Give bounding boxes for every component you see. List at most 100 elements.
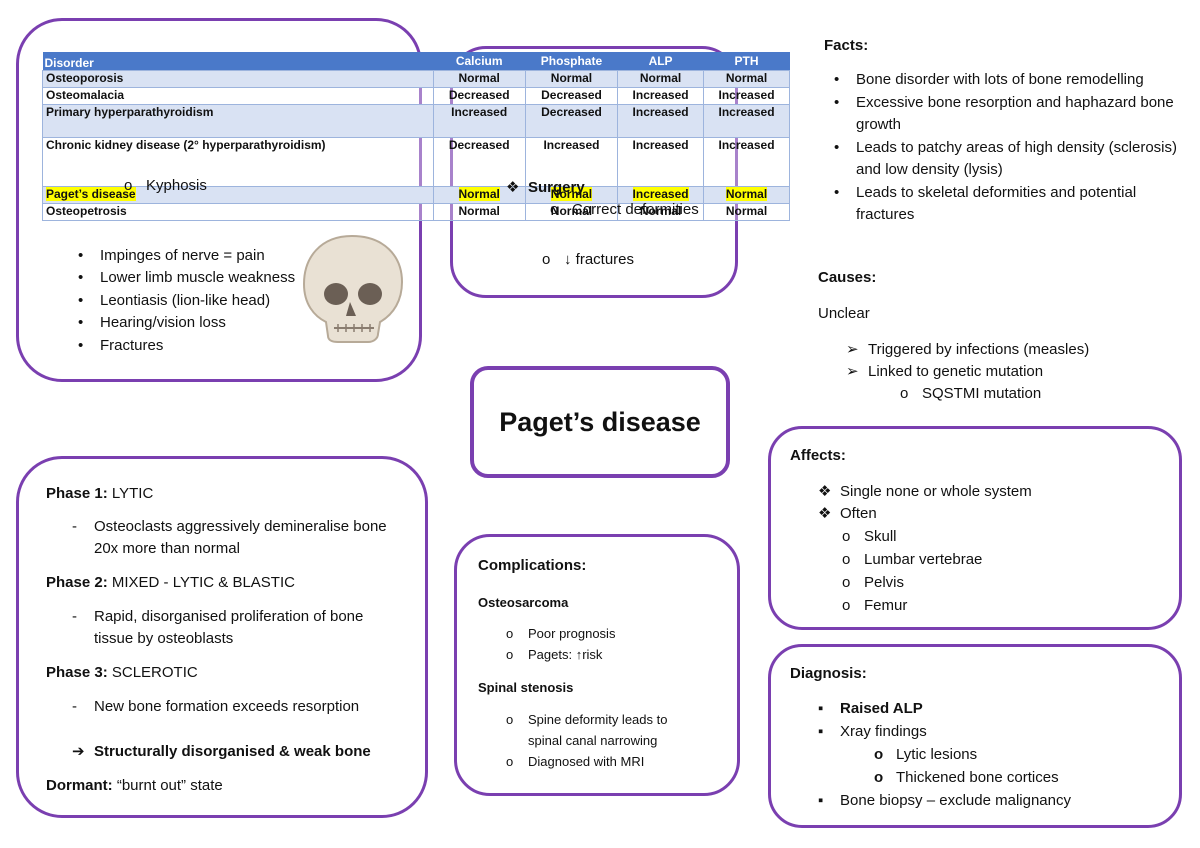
phase-3-title: Phase 3: SCLEROTIC xyxy=(46,664,198,681)
title-box: Paget’s disease xyxy=(470,366,730,478)
diagnosis-box xyxy=(768,644,1182,828)
table-row: Osteoporosis Normal Normal Normal Normal xyxy=(42,70,790,88)
complications-box xyxy=(454,534,740,796)
diagnosis-item-3: ▪Bone biopsy – exclude malignancy xyxy=(818,792,1071,809)
facts-item-3-cont: and low density (lysis) xyxy=(856,161,1003,178)
skull-illustration-icon xyxy=(302,234,404,343)
facts-item-1: •Bone disorder with lots of bone remodel… xyxy=(834,71,1144,88)
complications-spinal-1-cont: spinal canal narrowing xyxy=(528,733,658,748)
complications-osteosarcoma: Osteosarcoma xyxy=(478,595,569,610)
table-row: Osteomalacia Decreased Decreased Increas… xyxy=(42,87,790,105)
facts-heading: Facts: xyxy=(824,37,869,54)
causes-intro: Unclear xyxy=(818,305,870,322)
phase-1-title: Phase 1: LYTIC xyxy=(46,485,154,502)
affects-box xyxy=(768,426,1182,630)
table-cell: Increased xyxy=(617,87,705,105)
table-row: Chronic kidney disease (2° hyperparathyr… xyxy=(42,137,790,187)
table-header-alp: ALP xyxy=(617,52,704,71)
table-cell: Normal xyxy=(617,70,705,88)
page-title: Paget’s disease xyxy=(499,406,701,437)
symptom-bullet-4: •Hearing/vision loss xyxy=(78,314,226,331)
table-cell: Decreased xyxy=(432,137,526,187)
causes-item-1: ➢Triggered by infections (measles) xyxy=(846,341,1090,358)
phase-2-desc-cont: tissue by osteoblasts xyxy=(94,630,234,647)
symptom-bullet-1: •Impinges of nerve = pain xyxy=(78,247,265,264)
arrow-right-icon: ➔ xyxy=(72,743,85,760)
table-cell: Primary hyperparathyroidism xyxy=(42,104,434,138)
table-cell: Increased xyxy=(703,104,790,138)
table-row-pagets: Paget’s disease Normal Normal Increased … xyxy=(42,186,790,204)
dormant-line: Dormant: “burnt out” state xyxy=(46,777,223,794)
phases-box xyxy=(16,456,428,818)
table-cell: Decreased xyxy=(524,104,619,138)
table-cell: Increased xyxy=(703,87,790,105)
table-header-phosphate: Phosphate xyxy=(525,52,618,71)
table-header-disorder: Disorder xyxy=(42,52,434,71)
table-row: Primary hyperparathyroidism Increased De… xyxy=(42,104,790,138)
affects-item-2: ❖Often xyxy=(818,505,877,522)
management-surgery: ❖Surgery xyxy=(506,179,585,196)
table-cell: Decreased xyxy=(524,87,619,105)
table-row: Osteopetrosis Normal Normal Normal Norma… xyxy=(42,203,790,221)
table-cell-highlight: Increased xyxy=(632,187,689,201)
table-header-calcium: Calcium xyxy=(433,52,526,71)
table-cell-highlight: Paget’s disease xyxy=(46,187,136,201)
table-cell: Normal xyxy=(432,203,526,221)
complications-spinal-stenosis: Spinal stenosis xyxy=(478,680,574,695)
table-cell: Normal xyxy=(617,203,705,221)
causes-item-2: ➢Linked to genetic mutation xyxy=(846,363,1044,380)
table-header-pth: PTH xyxy=(703,52,790,71)
phase-3-desc: -New bone formation exceeds resorption xyxy=(72,698,360,715)
table-cell: Decreased xyxy=(432,87,526,105)
table-cell: Osteoporosis xyxy=(42,70,434,88)
facts-item-2: •Excessive bone resorption and haphazard… xyxy=(834,94,1174,111)
symptom-bullet-5: •Fractures xyxy=(78,337,164,354)
facts-item-4-cont: fractures xyxy=(856,206,915,223)
phase-1-desc-cont: 20x more than normal xyxy=(94,540,240,557)
phase-1-desc: -Osteoclasts aggressively demineralise b… xyxy=(72,518,387,535)
symptom-bullet-2: •Lower limb muscle weakness xyxy=(78,269,296,286)
table-cell: Normal xyxy=(524,70,619,88)
phase-2-desc: -Rapid, disorganised proliferation of bo… xyxy=(72,608,364,625)
facts-item-2-cont: growth xyxy=(856,116,902,133)
facts-item-4: •Leads to skeletal deformities and poten… xyxy=(834,184,1137,201)
table-cell: Osteopetrosis xyxy=(42,203,434,221)
diagnosis-item-2: ▪Xray findings xyxy=(818,723,927,740)
affects-item-1: ❖Single none or whole system xyxy=(818,483,1032,500)
table-cell: Chronic kidney disease (2° hyperparathyr… xyxy=(42,137,434,187)
phase-2-title: Phase 2: MIXED - LYTIC & BLASTIC xyxy=(46,574,295,591)
diagnosis-item-1: ▪Raised ALP xyxy=(818,700,923,717)
table-cell-highlight: Normal xyxy=(725,187,768,201)
table-cell: Normal xyxy=(703,70,790,88)
table-cell: Increased xyxy=(617,137,705,187)
table-cell: Increased xyxy=(617,104,705,138)
table-cell: Normal xyxy=(432,70,526,88)
table-cell: Increased xyxy=(432,104,526,138)
management-sub-2: o↓ fractures xyxy=(542,251,635,268)
table-cell: Increased xyxy=(703,137,790,187)
diagnosis-heading: Diagnosis: xyxy=(790,665,867,682)
complications-heading: Complications: xyxy=(478,557,587,574)
biochemistry-table: Disorder Calcium Phosphate ALP PTH Osteo… xyxy=(42,52,790,221)
table-cell: Normal xyxy=(703,203,790,221)
table-cell: Increased xyxy=(524,137,619,187)
causes-heading: Causes: xyxy=(818,269,877,286)
phase-result: ➔Structurally disorganised & weak bone xyxy=(72,743,371,760)
table-cell-highlight: Normal xyxy=(550,187,593,201)
table-cell: Osteomalacia xyxy=(42,87,434,105)
affects-heading: Affects: xyxy=(790,447,846,464)
table-cell-highlight: Normal xyxy=(458,187,500,201)
